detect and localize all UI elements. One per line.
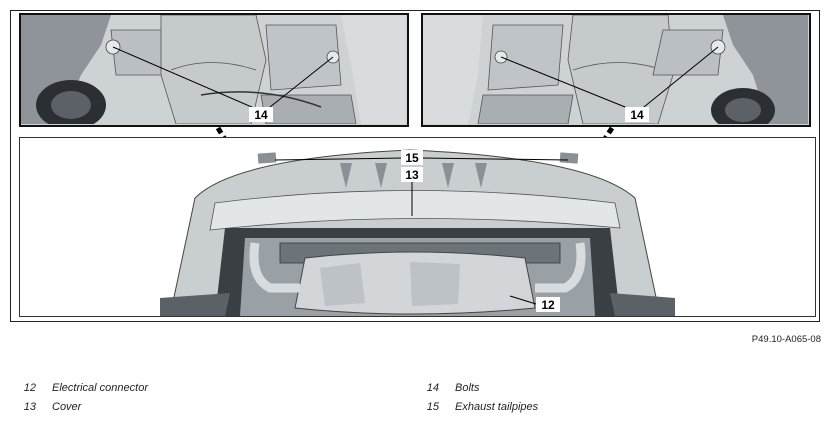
figure-id: P49.10-A065-08 bbox=[751, 334, 821, 345]
legend-item: 15 Exhaust tailpipes bbox=[413, 401, 538, 420]
detail-view-left: 14 bbox=[19, 13, 409, 127]
callout-15: 15 bbox=[405, 151, 419, 165]
legend-item: 13 Cover bbox=[10, 401, 148, 420]
main-view: 15 13 12 bbox=[19, 137, 816, 317]
callout-14-right: 14 bbox=[630, 108, 644, 122]
legend-column-1: 12 Electrical connector 13 Cover bbox=[10, 382, 148, 420]
detail-view-right: 14 bbox=[421, 13, 811, 127]
legend-text: Electrical connector bbox=[52, 382, 148, 394]
legend-item: 12 Electrical connector bbox=[10, 382, 148, 401]
legend-column-2: 14 Bolts 15 Exhaust tailpipes bbox=[413, 382, 538, 420]
legend-number: 15 bbox=[426, 401, 439, 413]
legend-text: Bolts bbox=[455, 382, 480, 394]
legend-text: Exhaust tailpipes bbox=[455, 401, 539, 413]
callout-14-left: 14 bbox=[254, 108, 268, 122]
legend-item: 14 Bolts bbox=[413, 382, 538, 401]
detail-illustration-left: 14 bbox=[21, 15, 406, 124]
callout-12: 12 bbox=[541, 298, 555, 312]
callout-13: 13 bbox=[405, 168, 419, 182]
legend-number: 14 bbox=[426, 382, 439, 394]
detail-illustration-right: 14 bbox=[423, 15, 808, 124]
legend-number: 13 bbox=[23, 401, 36, 413]
rear-bumper-illustration: 15 13 12 bbox=[20, 138, 815, 316]
legend-text: Cover bbox=[52, 401, 82, 413]
legend-number: 12 bbox=[23, 382, 36, 394]
